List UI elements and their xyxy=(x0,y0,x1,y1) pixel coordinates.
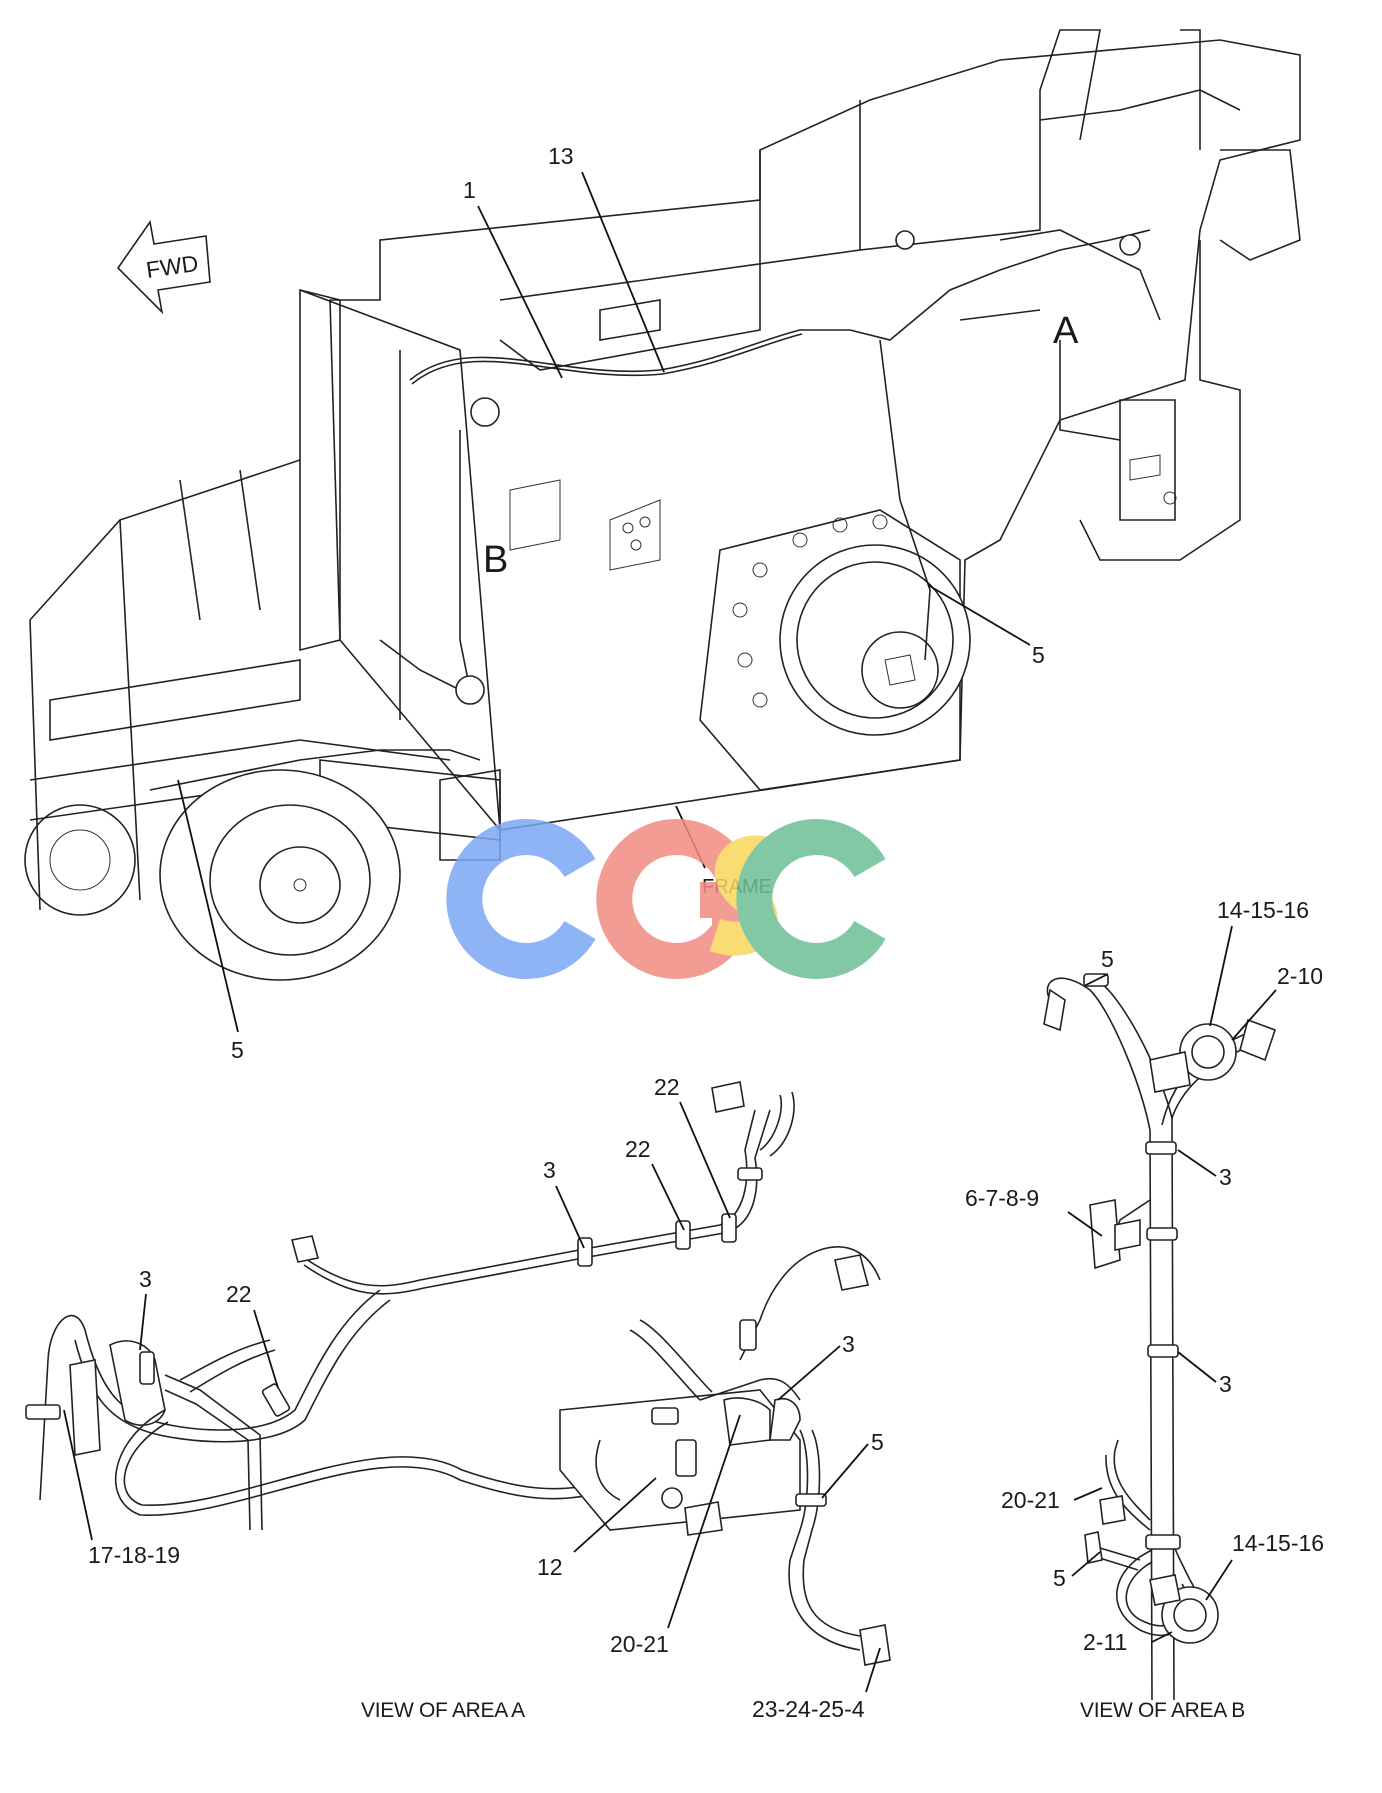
area-b-leader-5-top xyxy=(1085,973,1109,986)
area-b-leader-20-21 xyxy=(1073,1487,1103,1501)
area-a-callout-3-right: 3 xyxy=(842,1331,855,1357)
area-b-callout-2-10: 2-10 xyxy=(1277,963,1323,989)
area-a-leader-3-right xyxy=(777,1345,841,1401)
area-a-leader-20-21 xyxy=(667,1414,741,1629)
area-a-leader-3-left xyxy=(139,1293,147,1351)
callout-1: 1 xyxy=(463,177,476,203)
area-b-leader-2-10 xyxy=(1231,989,1277,1041)
area-a-callout-3-left: 3 xyxy=(139,1266,152,1292)
area-b-callout-5-top: 5 xyxy=(1101,946,1114,972)
area-b-leader-6-7-8-9 xyxy=(1067,1211,1103,1237)
view-area-a-drawing xyxy=(25,1081,891,1666)
area-b-callout-5-bottom: 5 xyxy=(1053,1565,1066,1591)
machine-frame-drawing xyxy=(24,29,1301,981)
area-b-callout-20-21: 20-21 xyxy=(1001,1487,1060,1513)
area-marker-b: B xyxy=(483,539,508,581)
cgsc-watermark-logo xyxy=(446,819,886,979)
leader-5-right xyxy=(927,584,1031,646)
leader-5-bottom xyxy=(177,779,239,1033)
area-b-callout-2-11: 2-11 xyxy=(1083,1629,1127,1655)
area-a-callout-22-top: 22 xyxy=(654,1074,680,1100)
area-a-leader-3-top xyxy=(555,1185,585,1249)
callout-13: 13 xyxy=(548,143,574,169)
drive-housing-bolts xyxy=(732,514,888,708)
area-b-callout-3-upper: 3 xyxy=(1219,1164,1232,1190)
view-area-b-caption: VIEW OF AREA B xyxy=(1080,1699,1245,1722)
area-a-callout-17-18-19: 17-18-19 xyxy=(88,1542,180,1568)
area-b-leader-14-15-16-top xyxy=(1209,925,1233,1027)
area-a-leader-5 xyxy=(821,1443,869,1499)
area-b-callout-14-15-16-top: 14-15-16 xyxy=(1217,897,1309,923)
area-a-callout-3-top: 3 xyxy=(543,1157,556,1183)
area-marker-a: A xyxy=(1053,310,1079,352)
area-a-leader-17-18-19 xyxy=(63,1409,93,1541)
area-a-callout-12: 12 xyxy=(537,1554,563,1580)
view-area-b-drawing xyxy=(1043,973,1277,1701)
area-a-callout-22-mid: 22 xyxy=(625,1136,651,1162)
area-b-callout-6-7-8-9: 6-7-8-9 xyxy=(965,1185,1039,1211)
area-a-leader-22-top xyxy=(679,1101,731,1219)
area-b-leader-3-upper xyxy=(1177,1149,1217,1177)
area-b-leader-3-lower xyxy=(1177,1351,1217,1383)
area-a-callout-20-21: 20-21 xyxy=(610,1631,669,1657)
area-a-callout-23-24-25-4: 23-24-25-4 xyxy=(752,1696,865,1722)
callout-5-bottom: 5 xyxy=(231,1037,244,1063)
area-a-callout-5: 5 xyxy=(871,1429,884,1455)
area-a-leader-23-24-25-4 xyxy=(865,1647,881,1693)
area-b-leader-5-bottom xyxy=(1071,1551,1101,1577)
area-b-leader-2-11 xyxy=(1151,1631,1173,1643)
view-area-a-caption: VIEW OF AREA A xyxy=(361,1699,525,1722)
area-b-callout-3-lower: 3 xyxy=(1219,1371,1232,1397)
leader-13 xyxy=(581,171,665,373)
area-a-callout-22-left: 22 xyxy=(226,1281,252,1307)
leader-1 xyxy=(477,205,563,379)
callout-5-right: 5 xyxy=(1032,642,1045,668)
area-a-leader-12 xyxy=(573,1477,657,1553)
area-b-leader-14-15-16-bottom xyxy=(1205,1559,1233,1601)
area-a-leader-22-mid xyxy=(651,1163,685,1231)
area-b-callout-14-15-16-bottom: 14-15-16 xyxy=(1232,1530,1324,1556)
area-a-leader-22-left xyxy=(253,1309,279,1389)
